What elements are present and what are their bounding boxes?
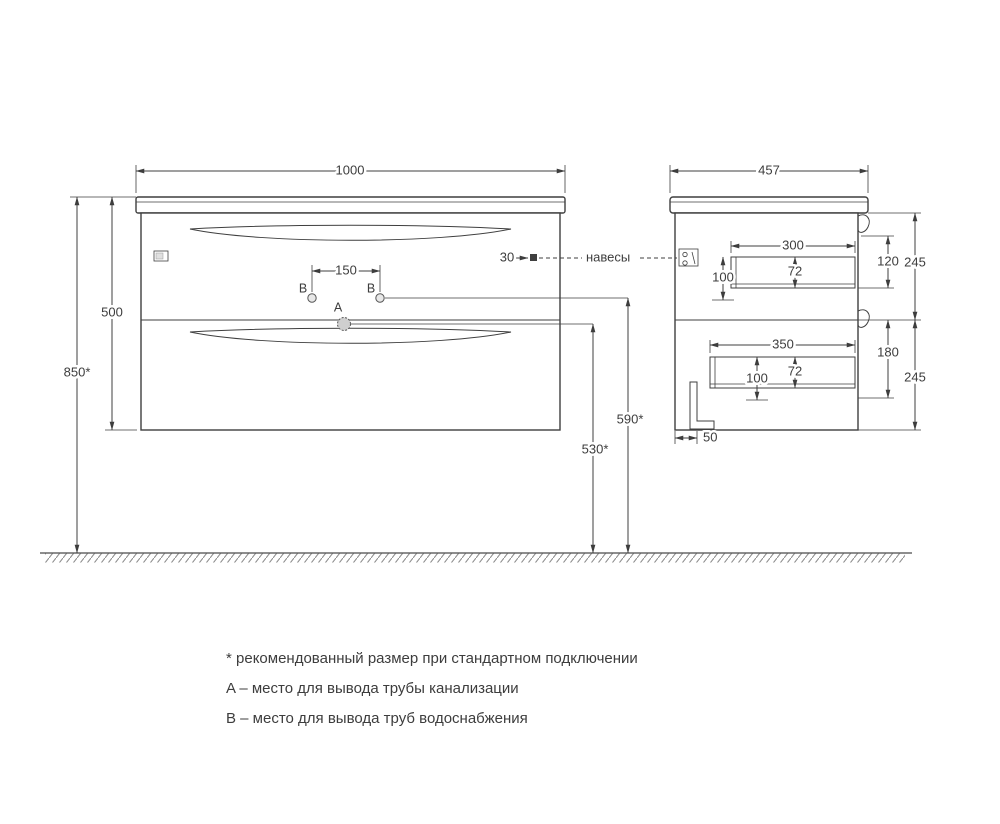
dim-side-depth-label: 457 xyxy=(758,162,780,177)
dim-bottom-drawer-clearance: 100 xyxy=(744,356,770,401)
dim-hanger-offset-label: 30 xyxy=(500,249,514,264)
dim-top-section-label: 245 xyxy=(904,254,926,269)
legend: * рекомендованный размер при стандартном… xyxy=(226,644,638,734)
dim-water-height: 590* xyxy=(385,297,646,554)
hangers-label: навесы xyxy=(586,249,630,264)
dim-top-drawer-clearance-label: 100 xyxy=(712,269,734,284)
dim-front-width: 1000 xyxy=(135,160,566,193)
dim-b-spacing-label: 150 xyxy=(335,262,357,277)
drain-outlet xyxy=(337,317,351,331)
dim-bottom-section-label: 245 xyxy=(904,369,926,384)
front-right-hanger-dot xyxy=(530,254,537,261)
side-leg-bracket xyxy=(689,381,715,430)
dim-top-drawer-clearance: 100 xyxy=(710,256,736,301)
pipe-points: B B A xyxy=(296,279,385,331)
dim-front-width-label: 1000 xyxy=(336,162,365,177)
dim-top-section: 245 xyxy=(858,212,928,321)
front-handle-bottom-drawer xyxy=(189,327,512,344)
dim-bottom-drawer-height-label: 72 xyxy=(788,363,802,378)
front-countertop xyxy=(135,196,566,214)
side-cabinet-body xyxy=(674,212,859,431)
legend-note-asterisk: * рекомендованный размер при стандартном… xyxy=(226,650,638,667)
side-hanger-bracket xyxy=(678,248,699,267)
label-b-left: B xyxy=(299,281,307,295)
dim-front-height-cabinet: 500 xyxy=(99,196,137,431)
front-view xyxy=(135,196,566,431)
dim-top-drawer-width: 300 xyxy=(730,235,856,255)
side-countertop xyxy=(669,196,869,214)
dim-wall-gap-label: 50 xyxy=(703,429,717,444)
water-outlet-left xyxy=(307,293,317,303)
dim-drain-height-label: 530* xyxy=(582,441,609,456)
side-top-drawer-front-profile xyxy=(857,214,870,233)
legend-note-b: B – место для вывода труб водоснабжения xyxy=(226,710,528,727)
dim-top-drawer-height: 72 xyxy=(785,256,805,289)
ground xyxy=(40,552,912,563)
side-view xyxy=(669,196,870,431)
dim-drain-height: 530* xyxy=(351,323,611,554)
dim-bottom-drawer-clearance-label: 100 xyxy=(746,370,768,385)
side-bottom-drawer-front-profile xyxy=(857,309,870,328)
hangers-callout: навесы xyxy=(539,247,677,267)
dim-front-height-total: 850* xyxy=(61,196,136,554)
dim-bottom-drawer-width: 350 xyxy=(709,334,856,354)
dim-top-front: 120 xyxy=(858,235,901,289)
front-cabinet-body xyxy=(140,212,561,431)
front-left-hanger-mark xyxy=(153,250,169,262)
front-handle-top-drawer xyxy=(189,224,512,241)
dim-bottom-drawer-height: 72 xyxy=(785,356,805,389)
water-outlet-right xyxy=(375,293,385,303)
label-a: A xyxy=(334,300,343,314)
dim-front-height-cabinet-label: 500 xyxy=(101,304,123,319)
dim-bottom-front: 180 xyxy=(858,319,901,399)
ground-hatching xyxy=(45,553,905,563)
dim-bottom-drawer-width-label: 350 xyxy=(772,336,794,351)
dim-top-drawer-height-label: 72 xyxy=(788,263,802,278)
dim-side-depth: 457 xyxy=(669,160,869,193)
dim-top-front-label: 120 xyxy=(877,253,899,268)
label-b-right: B xyxy=(367,281,375,295)
side-bottom-drawer-box xyxy=(709,356,856,389)
legend-note-a: A – место для вывода трубы канализации xyxy=(226,680,519,697)
dim-bottom-section: 245 xyxy=(858,319,928,431)
dim-top-drawer-width-label: 300 xyxy=(782,237,804,252)
dim-b-spacing: 150 xyxy=(311,260,381,292)
dim-hanger-offset: 30 xyxy=(497,247,529,267)
dim-bottom-front-label: 180 xyxy=(877,344,899,359)
dim-front-height-total-label: 850* xyxy=(64,364,91,379)
dim-wall-gap: 50 xyxy=(674,427,720,447)
dim-water-height-label: 590* xyxy=(617,411,644,426)
